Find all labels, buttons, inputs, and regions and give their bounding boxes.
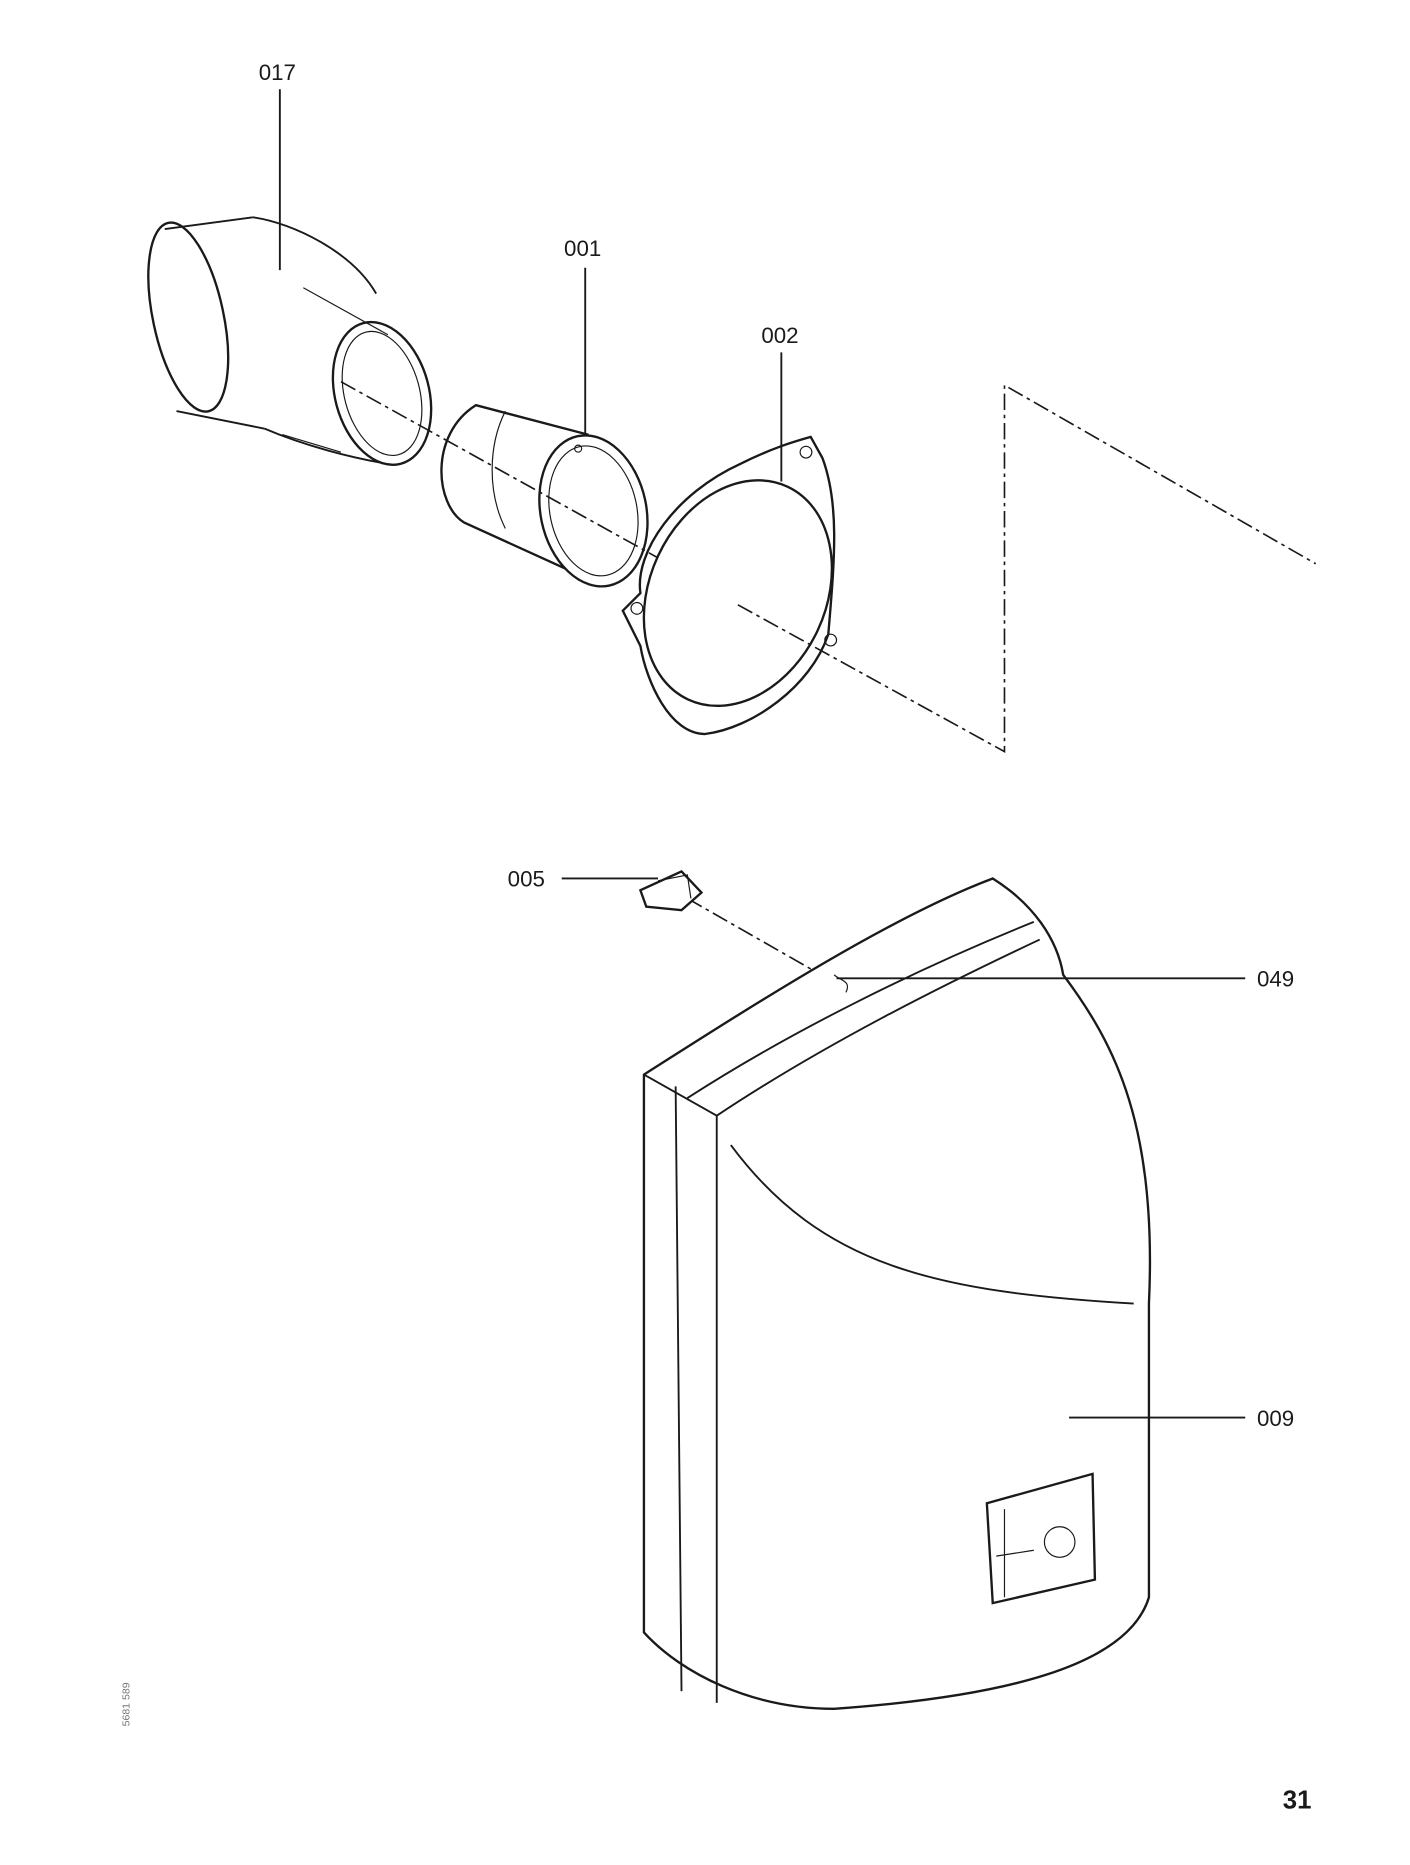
label-049: 049 — [1257, 967, 1294, 992]
label-001: 001 — [564, 236, 601, 261]
leader-lines — [278, 89, 1246, 1419]
label-017: 017 — [259, 60, 296, 85]
label-002: 002 — [761, 323, 798, 348]
drawing-code: 5681 589 — [121, 1682, 133, 1726]
part-017-tube — [147, 216, 433, 466]
page-number: 31 — [1283, 1787, 1312, 1815]
label-009: 009 — [1257, 1406, 1294, 1431]
label-005: 005 — [508, 867, 545, 892]
part-002-gasket — [621, 435, 838, 736]
centerline-lower — [686, 897, 812, 970]
part-005-clip — [638, 870, 704, 912]
centerline-upper — [340, 380, 1317, 754]
part-001-nozzle — [440, 403, 649, 588]
part-009-casing — [642, 877, 1152, 1710]
